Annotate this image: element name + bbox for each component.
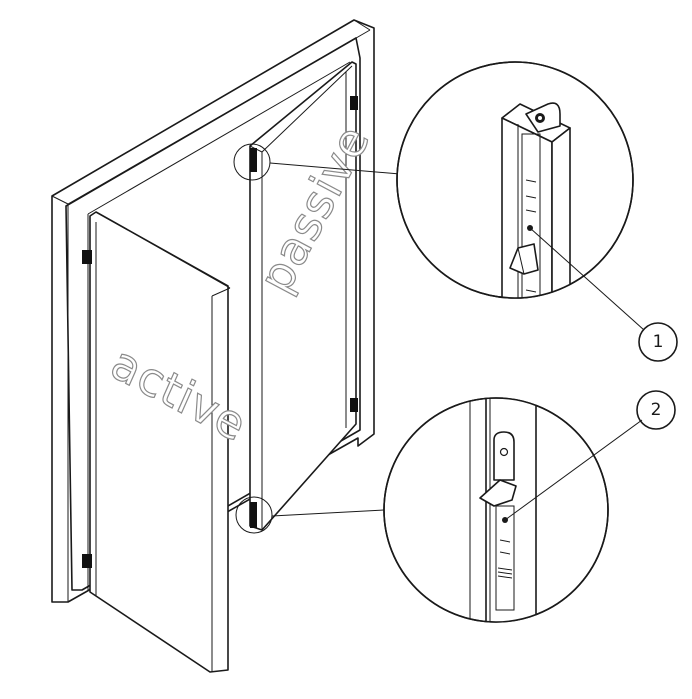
top-leader-line (269, 162, 401, 175)
active-bottom-hinge (82, 554, 92, 568)
callout-1-bubble (638, 322, 678, 362)
active-top-hinge (82, 250, 92, 264)
callout-2-number: 2 (651, 400, 662, 420)
bottom-leader-line (271, 509, 385, 517)
callout-2-leader (504, 419, 643, 521)
callout-1-leader (529, 227, 645, 331)
top-bolt-highlight-circle (233, 143, 271, 181)
bottom-flush-bolt (250, 502, 257, 528)
top-flush-bolt (250, 148, 257, 172)
callout-1: 1 (529, 227, 678, 362)
bottom-bolt-highlight-circle (235, 496, 273, 534)
callout-2-bubble (636, 390, 676, 430)
callout-2: 2 (504, 390, 676, 521)
detail-view-bottom-bolt (383, 397, 609, 623)
passive-bottom-hinge (350, 398, 358, 412)
detail-view-top-bolt (396, 61, 634, 299)
callout-1-number: 1 (653, 332, 664, 352)
passive-top-hinge (350, 96, 358, 110)
